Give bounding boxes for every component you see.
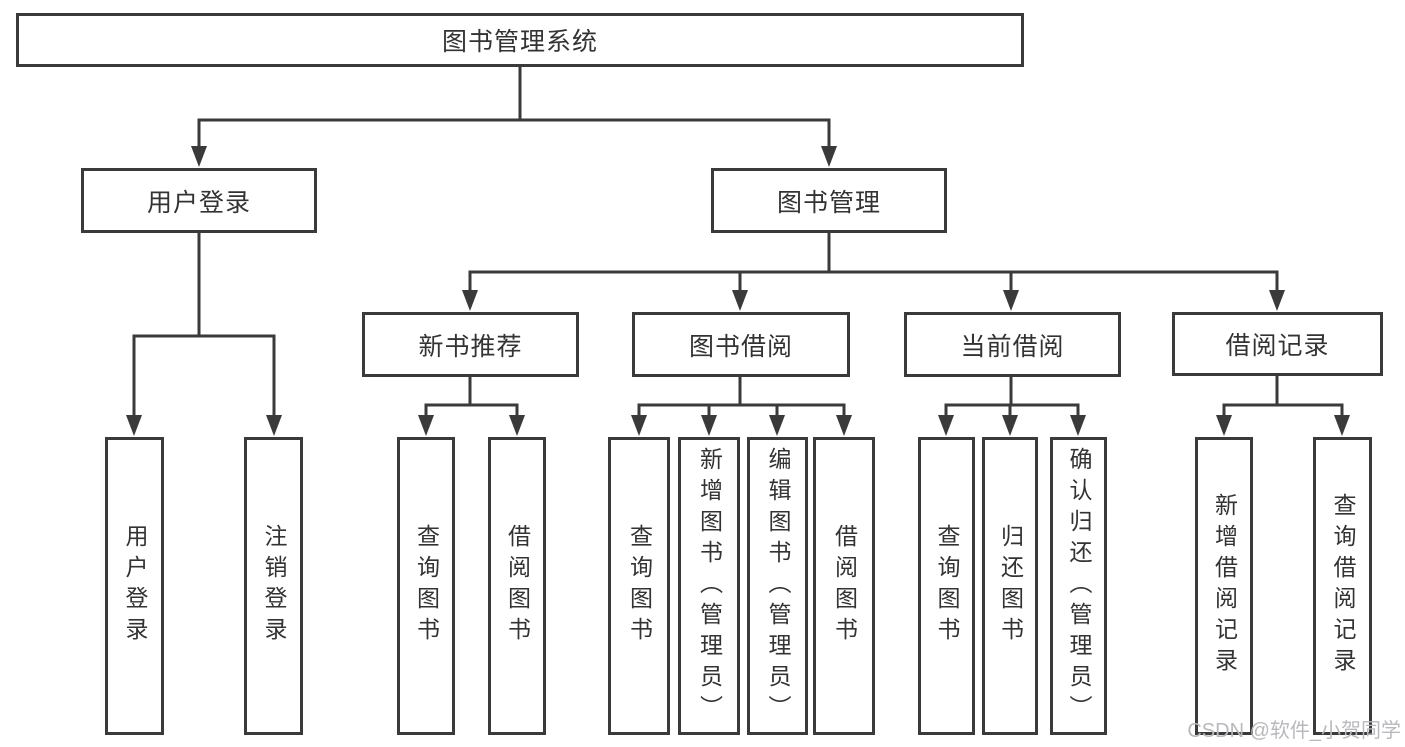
leaf-cb-return-books-label: 归还图书 [997,524,1024,648]
leaf-cb-confirm-return-admin-label: 确认归还（管理员） [1066,446,1092,726]
leaf-cb-confirm-return-admin: 确认归还（管理员） [1050,437,1107,735]
leaf-bb-borrow-books: 借阅图书 [813,437,875,735]
csdn-watermark: CSDN @软件_小贺同学 [1187,720,1401,742]
node-book-management: 图书管理 [711,168,947,233]
node-book-borrowing: 图书借阅 [632,312,850,377]
leaf-logout: 注销登录 [244,437,303,735]
node-current-borrowing-label: 当前借阅 [960,332,1065,361]
leaf-bb-add-books-admin: 新增图书（管理员） [678,437,740,735]
leaf-br-query-record-label: 查询借阅记录 [1330,493,1356,679]
node-user-login-label: 用户登录 [146,188,251,217]
leaf-bb-edit-books-admin-label: 编辑图书（管理员） [765,446,791,726]
leaf-user-login: 用户登录 [105,437,164,735]
node-borrowing-records: 借阅记录 [1172,312,1383,376]
leaf-br-add-record-label: 新增借阅记录 [1211,493,1238,679]
leaf-logout-label: 注销登录 [261,524,287,648]
node-root-label: 图书管理系统 [441,28,598,56]
leaf-nbr-borrow-books-label: 借阅图书 [504,524,531,648]
leaf-bb-borrow-books-label: 借阅图书 [831,524,858,648]
leaf-nbr-borrow-books: 借阅图书 [488,437,546,735]
tree-edges [132,67,1344,419]
leaf-cb-return-books: 归还图书 [982,437,1038,735]
node-new-book-recommend: 新书推荐 [362,312,579,377]
node-book-management-label: 图书管理 [776,188,881,217]
node-book-borrowing-label: 图书借阅 [688,332,793,361]
leaf-nbr-query-books-label: 查询图书 [413,524,440,648]
leaf-bb-query-books: 查询图书 [608,437,670,735]
leaf-cb-query-books-label: 查询图书 [934,524,960,648]
leaf-bb-add-books-admin-label: 新增图书（管理员） [696,446,723,726]
leaf-bb-edit-books-admin: 编辑图书（管理员） [747,437,808,735]
node-borrowing-records-label: 借阅记录 [1225,332,1330,360]
node-new-book-recommend-label: 新书推荐 [418,332,523,361]
node-current-borrowing: 当前借阅 [904,312,1121,377]
leaf-cb-query-books: 查询图书 [918,437,975,735]
node-root-system: 图书管理系统 [16,13,1024,67]
node-user-login: 用户登录 [81,168,317,233]
leaf-user-login-label: 用户登录 [122,524,148,648]
leaf-nbr-query-books: 查询图书 [397,437,455,735]
leaf-br-query-record: 查询借阅记录 [1313,437,1372,735]
arrowheads [126,146,1350,436]
leaf-bb-query-books-label: 查询图书 [626,524,653,648]
leaf-br-add-record: 新增借阅记录 [1195,437,1253,735]
